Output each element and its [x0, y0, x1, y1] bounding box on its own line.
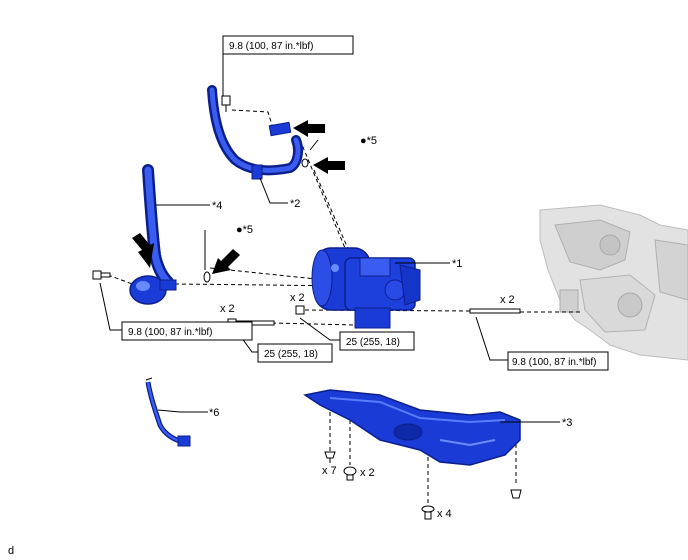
engine-block — [539, 204, 688, 361]
torque-spec-box: 9.8 (100, 87 in.*lbf) — [222, 35, 354, 55]
clip-icon — [343, 466, 357, 481]
torque-spec-text: 9.8 (100, 87 in.*lbf) — [512, 357, 597, 368]
callout-2: *2 — [290, 198, 300, 210]
stud-bolt-icon — [469, 308, 521, 314]
callout-1: *1 — [452, 258, 462, 270]
torque-spec-text: 25 (255, 18) — [264, 349, 318, 360]
o-ring-icon — [301, 158, 309, 168]
quantity-label: x 2 — [500, 294, 515, 306]
clip-icon — [510, 489, 522, 499]
torque-spec-text: 9.8 (100, 87 in.*lbf) — [128, 327, 213, 338]
torque-spec-box: 25 (255, 18) — [339, 331, 415, 351]
quantity-label: x 2 — [290, 292, 305, 304]
suction-hose — [207, 85, 303, 180]
torque-spec-text: 25 (255, 18) — [346, 337, 400, 348]
torque-spec-box: 9.8 (100, 87 in.*lbf) — [507, 351, 609, 371]
insertion-arrow-icon — [313, 157, 345, 174]
callout-3: *3 — [562, 417, 572, 429]
compressor — [311, 247, 421, 329]
insertion-arrow-icon — [212, 249, 240, 274]
quantity-label: x 2 — [360, 467, 375, 479]
quantity-label: x 2 — [220, 303, 235, 315]
bolt-icon — [92, 270, 111, 280]
discharge-hose — [129, 164, 177, 305]
quantity-label: x 4 — [437, 508, 452, 520]
insertion-arrow-icon — [132, 233, 154, 268]
engine-under-cover — [303, 389, 521, 466]
torque-spec-box: 25 (255, 18) — [257, 343, 333, 363]
wire-harness — [145, 377, 191, 447]
clip-icon — [421, 505, 435, 520]
torque-spec-box: 9.8 (100, 87 in.*lbf) — [121, 321, 253, 341]
corner-mark: d — [8, 545, 14, 557]
clip-icon — [324, 451, 336, 463]
callout-4: *4 — [212, 200, 222, 212]
o-ring-icon — [203, 271, 211, 283]
quantity-label: x 7 — [322, 465, 337, 477]
callout-5a: ●*5 — [360, 135, 377, 147]
leader-lines — [99, 52, 560, 423]
bolt-icon — [295, 305, 305, 315]
torque-spec-text: 9.8 (100, 87 in.*lbf) — [229, 41, 314, 52]
bolt-icon — [221, 95, 231, 112]
callout-6: *6 — [209, 407, 219, 419]
callout-5b: ●*5 — [236, 224, 253, 236]
insertion-arrow-icon — [293, 120, 325, 137]
